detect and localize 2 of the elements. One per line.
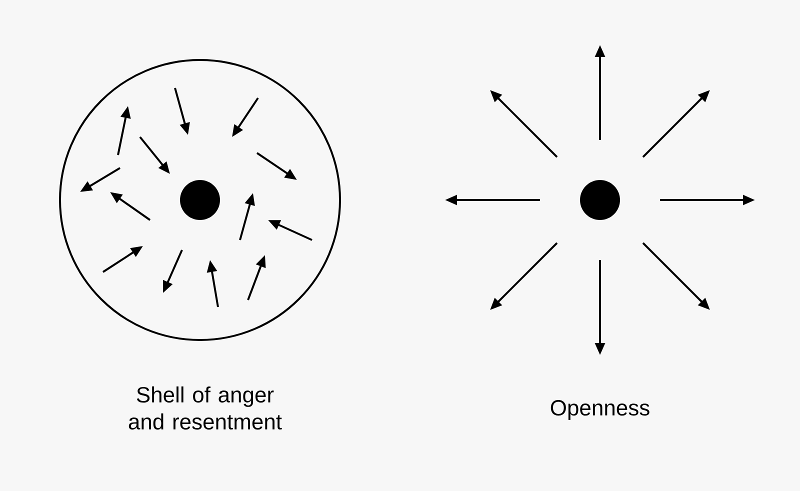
- caption-text: Openness: [550, 400, 650, 420]
- caption-text: Shell of anger and resentment: [128, 386, 282, 430]
